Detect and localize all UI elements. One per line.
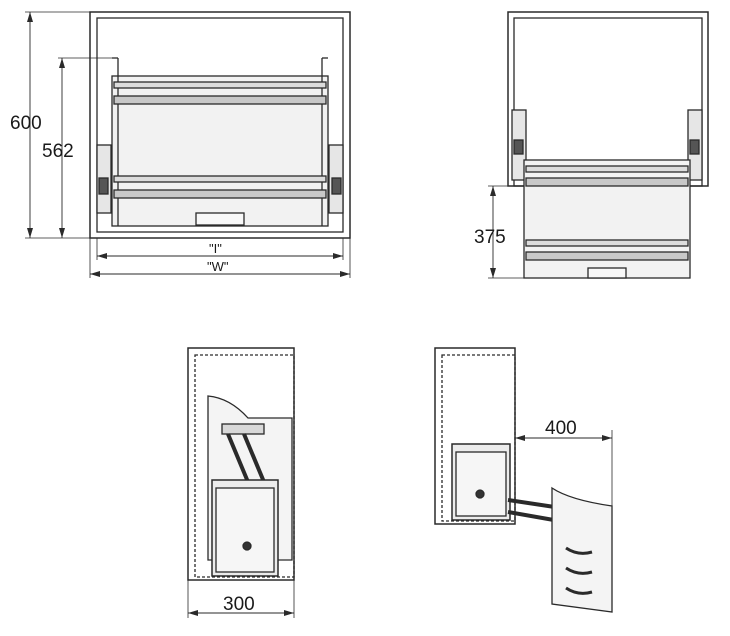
closed-pivot xyxy=(242,541,252,551)
dim-label-375: 375 xyxy=(474,227,506,248)
section-open-view xyxy=(434,347,613,613)
side-lower-shelf xyxy=(525,239,689,247)
front-cabinet-inner xyxy=(96,17,344,233)
front-cabinet-outline xyxy=(89,11,351,239)
dim-label-w: "W" xyxy=(207,259,229,274)
side-view xyxy=(488,11,709,279)
front-handle xyxy=(195,212,245,226)
side-upper-shelf xyxy=(525,165,689,173)
dim-label-300: 300 xyxy=(223,594,255,615)
front-upper-shelf xyxy=(113,81,327,89)
front-lower-shelf xyxy=(113,175,327,183)
front-lower-shelf-rail xyxy=(113,189,327,199)
side-handle xyxy=(587,267,627,279)
open-pivot xyxy=(475,489,485,499)
dim-label-400: 400 xyxy=(545,418,577,439)
section-closed-view xyxy=(187,347,295,618)
dim-label-600: 600 xyxy=(10,113,42,134)
dim-label-562: 562 xyxy=(42,141,74,162)
dim-label-i: "I" xyxy=(209,241,222,256)
front-view xyxy=(25,11,351,278)
closed-cabinet-inner xyxy=(194,354,295,578)
open-side-bracket xyxy=(551,486,613,613)
front-upper-shelf-rail xyxy=(113,95,327,105)
